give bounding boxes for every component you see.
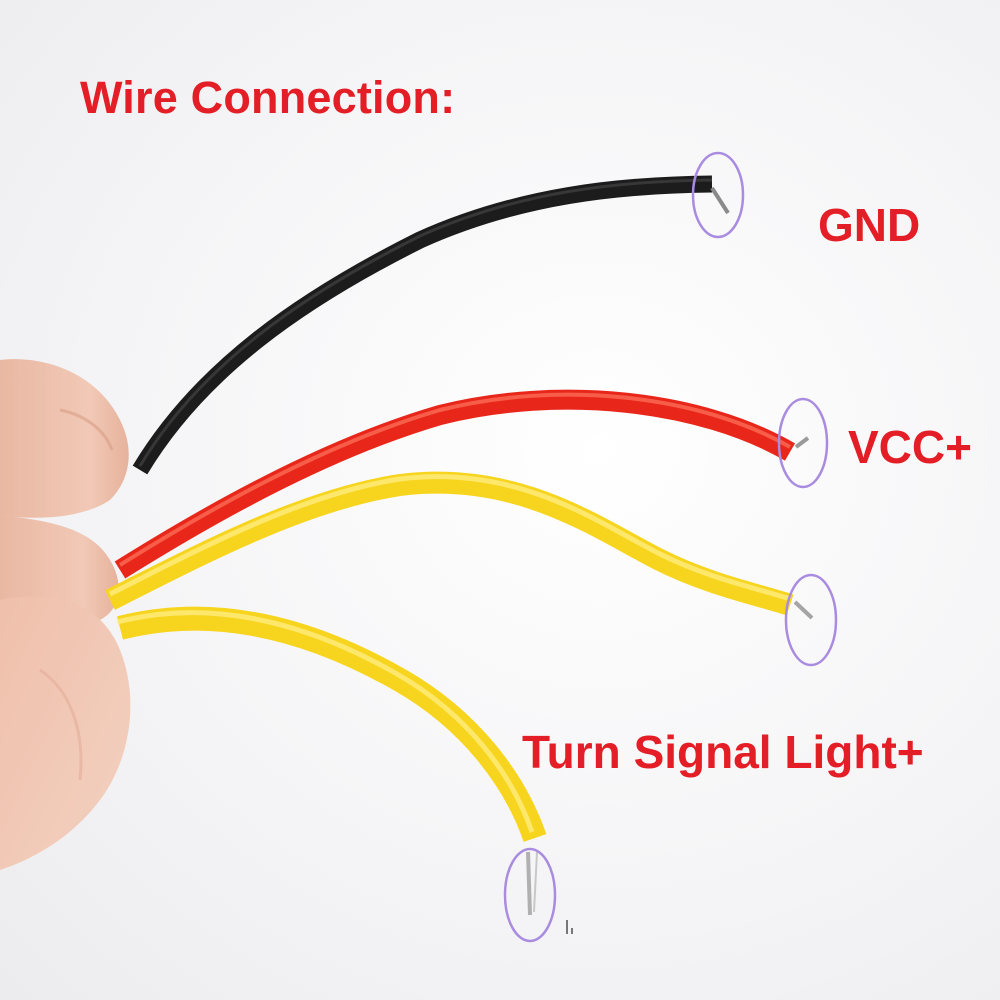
yellow-lower-tip: [526, 851, 532, 916]
black-wire-tip: [710, 186, 730, 215]
yellow-wire-upper: [105, 471, 794, 616]
vcc-label: VCC+: [848, 421, 972, 473]
yellow-upper-tip: [793, 600, 814, 620]
turn-signal-label: Turn Signal Light+: [522, 726, 924, 778]
black-wire: [132, 175, 713, 475]
yellow-wire-lower: [117, 606, 547, 843]
page-title: Wire Connection:: [80, 72, 456, 123]
red-wire-tip: [794, 436, 810, 449]
fingers: [0, 359, 131, 870]
vcc-marker-circle: [777, 397, 829, 489]
gnd-label: GND: [818, 199, 921, 251]
gnd-marker-circle: [691, 151, 745, 239]
turn-upper-marker-circle: [784, 573, 838, 667]
red-wire: [114, 389, 795, 579]
turn-lower-marker-circle: [503, 847, 557, 943]
